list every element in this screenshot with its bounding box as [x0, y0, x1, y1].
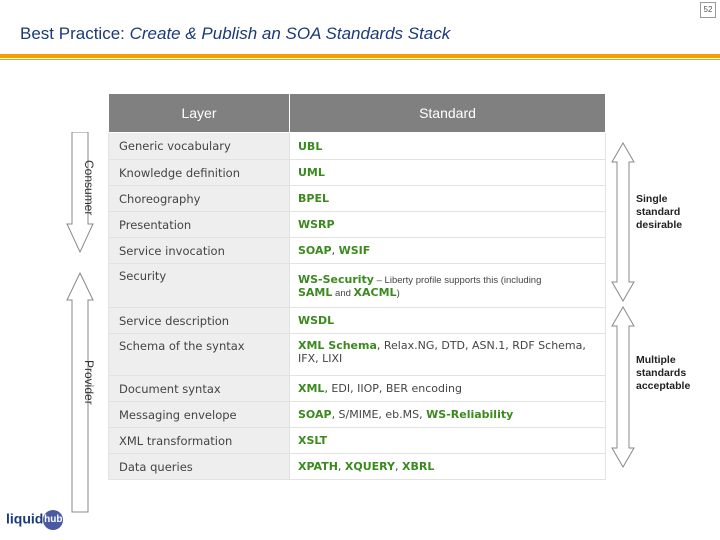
title-prefix: Best Practice: — [20, 24, 130, 43]
standard-rest: , Relax.NG, DTD, ASN.1, RDF Schema, IFX,… — [298, 339, 586, 365]
table-row: XML transformation XSLT — [108, 427, 606, 454]
standard-cell: XML, EDI, IIOP, BER encoding — [289, 375, 606, 402]
separator: , — [337, 460, 345, 473]
standards-table: Layer Standard Generic vocabulary UBL Kn… — [108, 94, 606, 480]
layer-cell: Service invocation — [108, 237, 290, 264]
header-standard: Standard — [289, 94, 606, 133]
standard-name: XQUERY — [344, 460, 396, 473]
layer-cell: Presentation — [108, 211, 290, 238]
standard-name: SOAP — [298, 408, 332, 421]
note-line: Multiple — [636, 354, 676, 366]
table-row: Security WS-Security – Liberty profile s… — [108, 263, 606, 308]
layer-cell: XML transformation — [108, 427, 290, 454]
table-row: Messaging envelope SOAP, S/MIME, eb.MS, … — [108, 401, 606, 428]
layer-cell: Service description — [108, 307, 290, 334]
table-row: Presentation WSRP — [108, 211, 606, 238]
title-italic: Create & Publish an SOA Standards Stack — [129, 24, 451, 43]
standard-cell: BPEL — [289, 185, 606, 212]
table-row: Service description WSDL — [108, 307, 606, 334]
standard-rest: , EDI, IIOP, BER encoding — [324, 382, 463, 395]
note-line: standard — [636, 206, 681, 218]
layer-cell: Choreography — [108, 185, 290, 212]
layer-cell: Security — [108, 263, 290, 308]
standard-name: WS-Reliability — [426, 408, 514, 421]
standard-name: WSRP — [298, 218, 335, 231]
standard-name: SOAP — [298, 244, 332, 257]
standard-cell: XSLT — [289, 427, 606, 454]
layer-cell: Schema of the syntax — [108, 333, 290, 376]
separator: , — [395, 460, 403, 473]
standard-name: XACML — [353, 285, 397, 299]
standard-name: XML — [298, 382, 325, 395]
consumer-label: Consumer — [82, 160, 96, 216]
table-row: Data queries XPATH, XQUERY, XBRL — [108, 453, 606, 480]
table-row: Generic vocabulary UBL — [108, 132, 606, 160]
standard-cell: XML Schema, Relax.NG, DTD, ASN.1, RDF Sc… — [289, 333, 606, 376]
table-row: Service invocation SOAP, WSIF — [108, 237, 606, 264]
single-standard-note: Single standard desirable — [636, 193, 682, 232]
standard-cell: UBL — [289, 132, 606, 160]
standard-name: XML Schema — [298, 339, 377, 352]
single-standard-arrow-icon — [611, 142, 635, 302]
header-layer: Layer — [108, 94, 290, 133]
standard-cell: XPATH, XQUERY, XBRL — [289, 453, 606, 480]
multiple-standards-arrow-icon — [611, 306, 635, 468]
standard-rest: , S/MIME, eb.MS, — [331, 408, 427, 421]
layer-cell: Messaging envelope — [108, 401, 290, 428]
table-header-row: Layer Standard — [108, 94, 606, 133]
liquidhub-logo: liquidhub — [6, 510, 64, 530]
table-row: Choreography BPEL — [108, 185, 606, 212]
logo-text: liquid — [6, 510, 44, 527]
standard-name: XSLT — [298, 434, 328, 447]
note-line: desirable — [636, 219, 683, 231]
note-text: – Liberty profile supports this (includi… — [373, 274, 542, 286]
standard-name: UML — [298, 166, 325, 179]
standard-name: WSDL — [298, 314, 335, 327]
logo-mark: hub — [43, 510, 64, 530]
standard-name: BPEL — [298, 192, 329, 205]
standard-name: UBL — [298, 139, 323, 153]
standard-cell: WSDL — [289, 307, 606, 334]
accent-rule — [0, 54, 720, 58]
layer-cell: Generic vocabulary — [108, 132, 290, 160]
table-row: Knowledge definition UML — [108, 159, 606, 186]
layer-cell: Document syntax — [108, 375, 290, 402]
consumer-arrow-icon — [66, 132, 94, 254]
provider-arrow-icon — [66, 272, 94, 513]
standard-cell: UML — [289, 159, 606, 186]
provider-label: Provider — [82, 360, 96, 405]
standard-cell: WSRP — [289, 211, 606, 238]
standard-name: WSIF — [338, 244, 371, 257]
table-row: Schema of the syntax XML Schema, Relax.N… — [108, 333, 606, 376]
standard-name: SAML — [298, 285, 333, 299]
standard-name: XPATH — [298, 460, 338, 473]
note-text: ) — [396, 287, 400, 299]
separator: , — [331, 244, 339, 257]
note-line: standards — [636, 367, 687, 379]
table-row: Document syntax XML, EDI, IIOP, BER enco… — [108, 375, 606, 402]
multiple-standards-note: Multiple standards acceptable — [636, 354, 690, 393]
standard-cell: SOAP, WSIF — [289, 237, 606, 264]
note-text: and — [332, 287, 354, 299]
layer-cell: Data queries — [108, 453, 290, 480]
note-line: acceptable — [636, 380, 691, 392]
layer-cell: Knowledge definition — [108, 159, 290, 186]
standard-name: WS-Security — [298, 272, 374, 286]
note-line: Single — [636, 193, 668, 205]
standard-cell: WS-Security – Liberty profile supports t… — [289, 263, 606, 308]
slide-number: 52 — [700, 2, 716, 18]
standard-name: XBRL — [402, 460, 435, 473]
page-title: Best Practice: Create & Publish an SOA S… — [20, 24, 450, 44]
accent-rule-thin — [0, 59, 720, 60]
standard-cell: SOAP, S/MIME, eb.MS, WS-Reliability — [289, 401, 606, 428]
